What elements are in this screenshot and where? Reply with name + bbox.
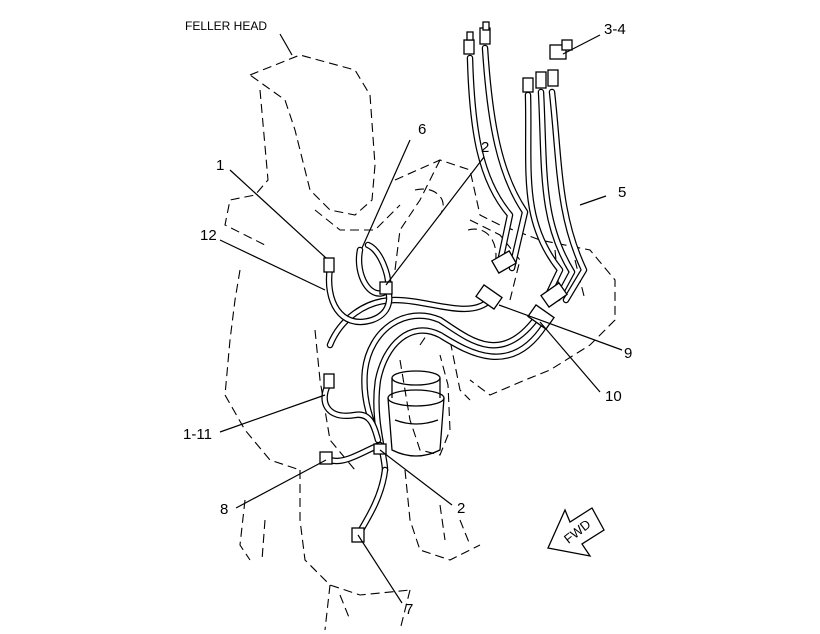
callout-2-lower: 2: [457, 500, 465, 517]
callout-1: 1: [216, 157, 224, 174]
callout-2-upper: 2: [481, 139, 489, 156]
fwd-label: FWD: [561, 516, 594, 546]
callout-10: 10: [605, 388, 622, 405]
fittings: [319, 21, 573, 543]
callout-5: 5: [618, 184, 626, 201]
callout-1-11: 1-11: [183, 426, 212, 443]
feller-head-title: FELLER HEAD: [185, 19, 267, 33]
callout-6: 6: [418, 121, 426, 138]
hose-group: [321, 44, 588, 539]
callout-7: 7: [405, 601, 413, 618]
callout-9: 9: [624, 345, 632, 362]
callout-8: 8: [220, 501, 228, 518]
leader-lines: [219, 33, 623, 604]
callout-12: 12: [200, 227, 217, 244]
cylinder-body: [387, 370, 445, 457]
forward-direction-arrow: FWD: [547, 507, 605, 557]
callout-3-4: 3-4: [604, 21, 626, 38]
callout-labels: FELLER HEAD 1 2 2 3-4 5 6 7 8 9 10 1-11 …: [183, 19, 632, 618]
